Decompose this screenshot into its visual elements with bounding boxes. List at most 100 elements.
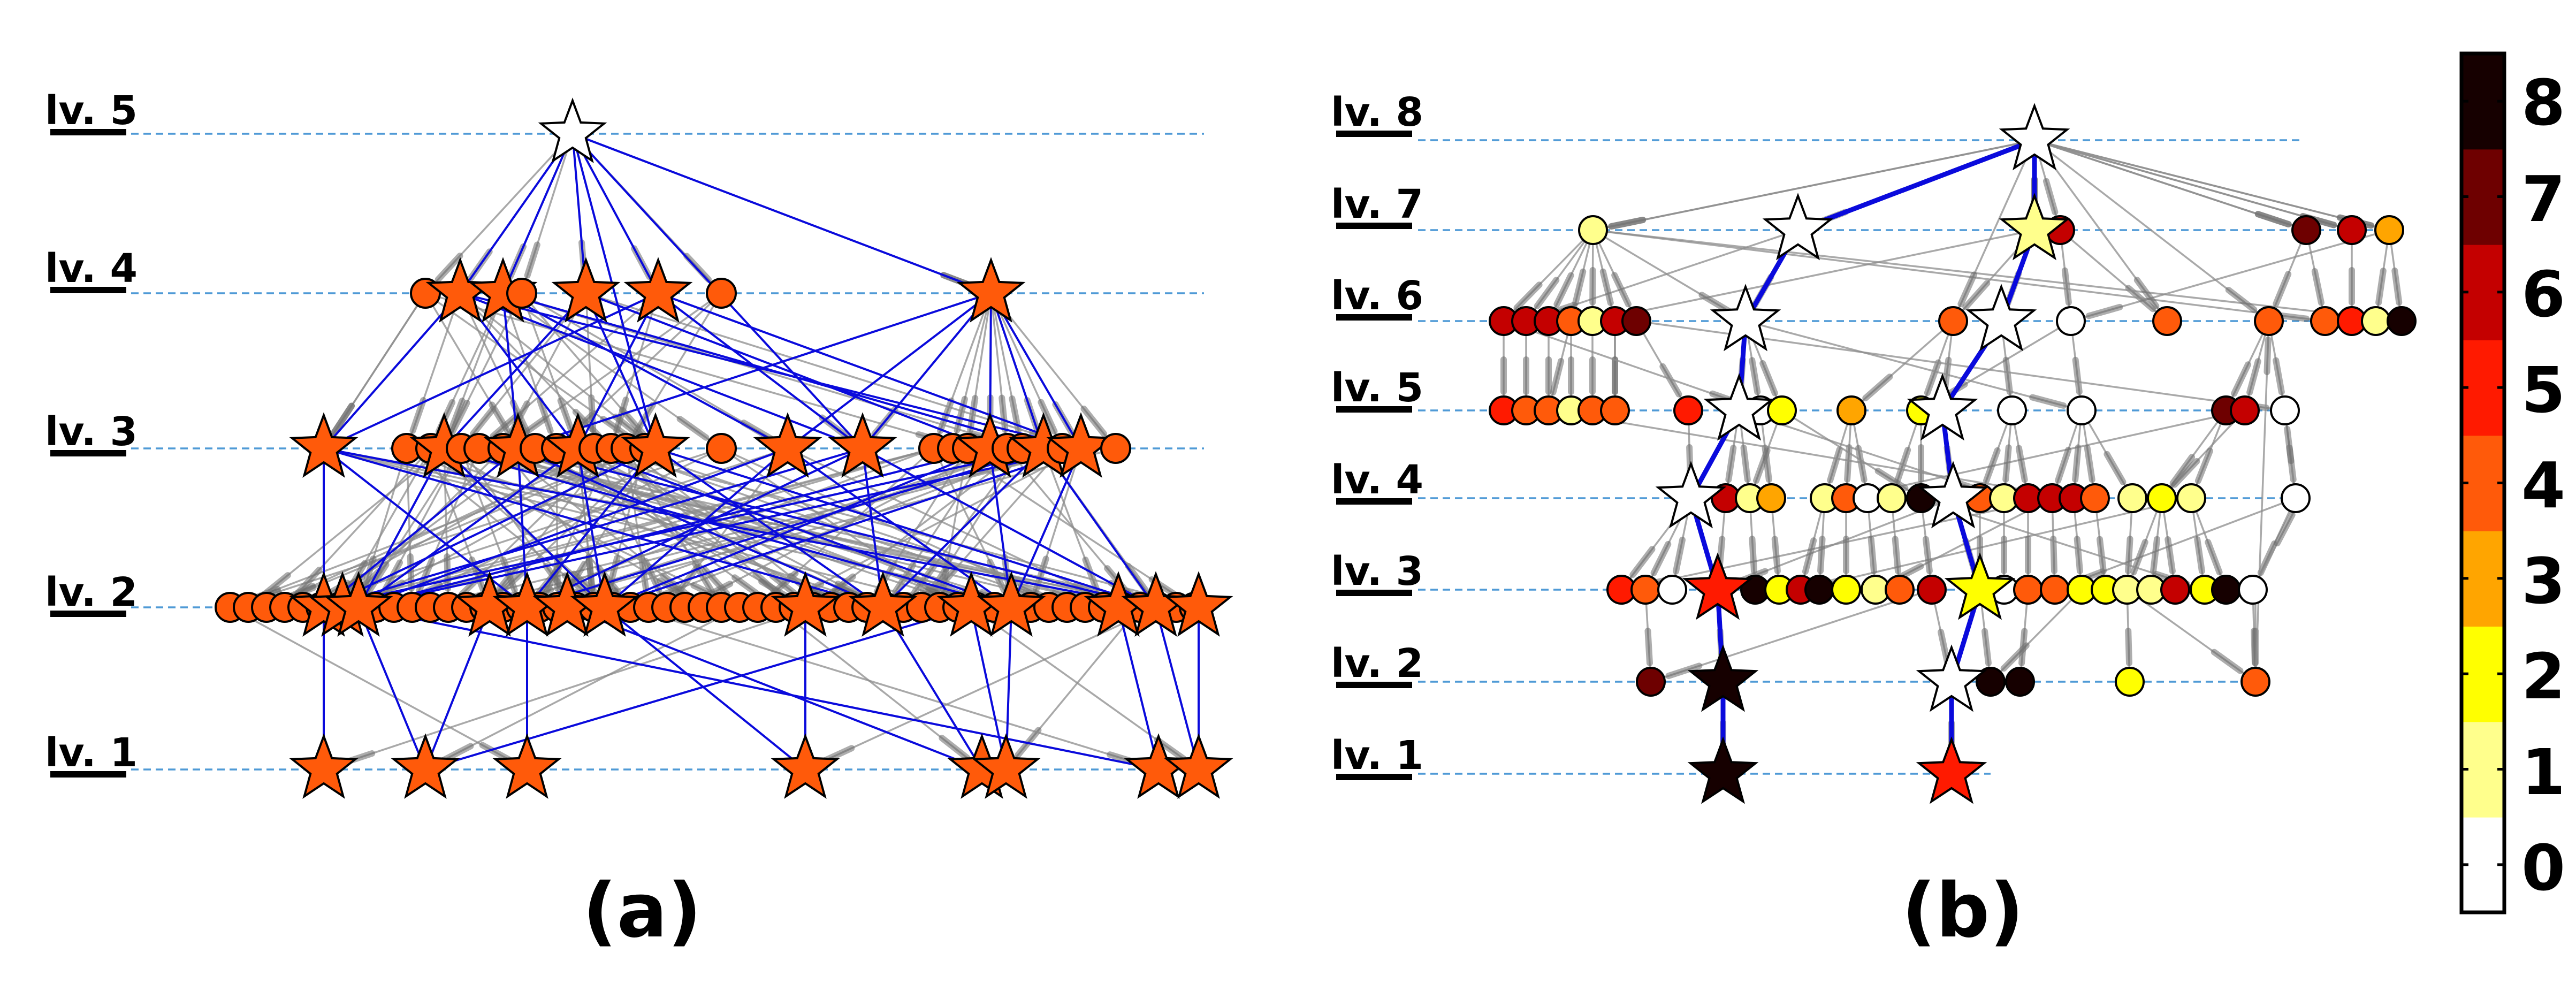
path-edge — [970, 607, 1007, 770]
gray-edge-arrowhead — [1644, 628, 1653, 667]
star-node — [1682, 552, 1754, 620]
gray-edge-arrowhead — [2205, 539, 2223, 576]
circle-node — [1804, 575, 1834, 605]
gray-edge-arrowhead — [1855, 445, 1868, 483]
panel-b-label-lv2: lv. 2 — [1331, 641, 1423, 687]
panel-b-label-lv7: lv. 7 — [1331, 181, 1423, 227]
colorbar-band — [2461, 530, 2504, 627]
gray-edge — [1592, 229, 2326, 322]
gray-edge-arrowhead — [2074, 536, 2083, 575]
path-edge — [358, 447, 788, 608]
gray-edge-arrowhead — [702, 566, 730, 597]
path-edge — [1797, 138, 2036, 233]
path-edge — [585, 293, 657, 449]
circle-node — [2005, 667, 2035, 697]
panel-a-label-lv1: lv. 1 — [45, 730, 138, 776]
circle-node — [1657, 575, 1687, 605]
panel-a-label-underline — [50, 611, 126, 617]
path-edge — [655, 447, 1156, 608]
circle-node — [1630, 575, 1660, 605]
gray-edge-arrowhead — [2311, 268, 2325, 306]
level-5-star-node — [538, 97, 607, 163]
star-node — [551, 257, 621, 323]
circle-node — [1976, 667, 2006, 697]
panel-a-nodes — [215, 97, 1233, 799]
gray-edge-arrowhead — [331, 402, 355, 436]
path-edge — [787, 292, 992, 449]
panel-a-label-underline — [50, 771, 126, 778]
star-node — [771, 571, 840, 637]
gray-edge-arrowhead — [1922, 536, 1933, 575]
circle-node — [2238, 575, 2268, 605]
panel-b-label-underline — [1336, 682, 1412, 688]
circle-node — [2254, 306, 2284, 336]
gray-edge — [1548, 409, 2074, 499]
path-edge — [1117, 607, 1160, 770]
gray-edge-arrowhead — [1874, 468, 1909, 492]
panel-a-label-underline — [50, 129, 126, 135]
gray-edge-arrowhead — [1082, 557, 1100, 593]
path-edge — [1010, 448, 1082, 608]
panel-b-label-underline — [1336, 131, 1412, 137]
gray-edge-arrowhead — [557, 397, 575, 435]
gray-edge-arrowhead — [2274, 511, 2296, 547]
gray-edge — [323, 447, 934, 608]
gray-edge-arrowhead — [2225, 286, 2258, 313]
path-edge — [443, 292, 587, 449]
path-edge — [572, 133, 992, 294]
path-edge — [424, 607, 491, 770]
star-node — [971, 733, 1041, 799]
path-edge — [323, 447, 1044, 608]
path-edge — [444, 447, 1012, 608]
path-edge — [571, 133, 659, 294]
panel-b-label-underline — [1336, 223, 1412, 229]
circle-node — [2310, 306, 2340, 336]
gray-edge-arrowhead — [1125, 562, 1150, 596]
panel-b-label-underline — [1336, 498, 1412, 505]
path-edge — [460, 292, 863, 449]
gray-edge-arrowhead — [2072, 444, 2082, 483]
path-edge — [882, 447, 1045, 608]
gray-edge-arrowhead — [1080, 405, 1108, 437]
gray-edge-arrowhead — [444, 553, 452, 592]
gray-edge-arrowhead — [1868, 536, 1877, 575]
gray-edge-arrowhead — [2391, 267, 2403, 306]
panel-a-label-lv2: lv. 2 — [45, 569, 138, 615]
gray-edge-arrowhead — [447, 398, 466, 435]
circle-node — [2115, 667, 2145, 697]
colorbar-tick-7: 7 — [2521, 162, 2565, 236]
path-edge — [604, 447, 1081, 608]
gray-edge-arrowhead — [1759, 360, 1778, 397]
panel-b-label-lv3: lv. 3 — [1331, 548, 1423, 595]
gray-edge-arrowhead — [1983, 447, 2001, 484]
gray-edge-arrowhead — [2002, 356, 2013, 395]
colorbar-ticks — [2461, 100, 2504, 866]
gray-edge-arrowhead — [435, 253, 463, 283]
gray-edge-arrowhead — [937, 397, 955, 435]
circle-node — [2270, 395, 2300, 425]
circle-node — [2067, 395, 2097, 425]
gray-edge-arrowhead — [1599, 268, 1614, 306]
path-edge — [357, 447, 579, 608]
gray-edge — [230, 606, 528, 771]
gray-edge-arrowhead — [1802, 537, 1817, 575]
gray-edge-arrowhead — [407, 553, 415, 592]
colorbar-band — [2461, 244, 2504, 340]
gray-edge-arrowhead — [2194, 536, 2205, 575]
panel-b-nodes — [1489, 103, 2417, 804]
gray-edge-arrowhead — [2171, 458, 2200, 488]
gray-edge-arrowhead — [1725, 445, 1737, 483]
star-node — [1655, 461, 1727, 529]
star-node — [492, 733, 562, 799]
circle-node — [1673, 395, 1703, 425]
path-edge — [323, 447, 656, 608]
path-edge — [502, 292, 788, 449]
gray-edge-arrowhead — [2002, 444, 2012, 483]
panel-a-caption: (a) — [583, 867, 702, 955]
colorbar-tick-4: 4 — [2521, 448, 2565, 522]
gray-edge-arrowhead — [570, 570, 601, 598]
panel-b-label-lv1: lv. 1 — [1331, 733, 1423, 779]
path-edge — [577, 293, 659, 449]
circle-node — [706, 278, 737, 309]
star-node — [621, 412, 690, 478]
